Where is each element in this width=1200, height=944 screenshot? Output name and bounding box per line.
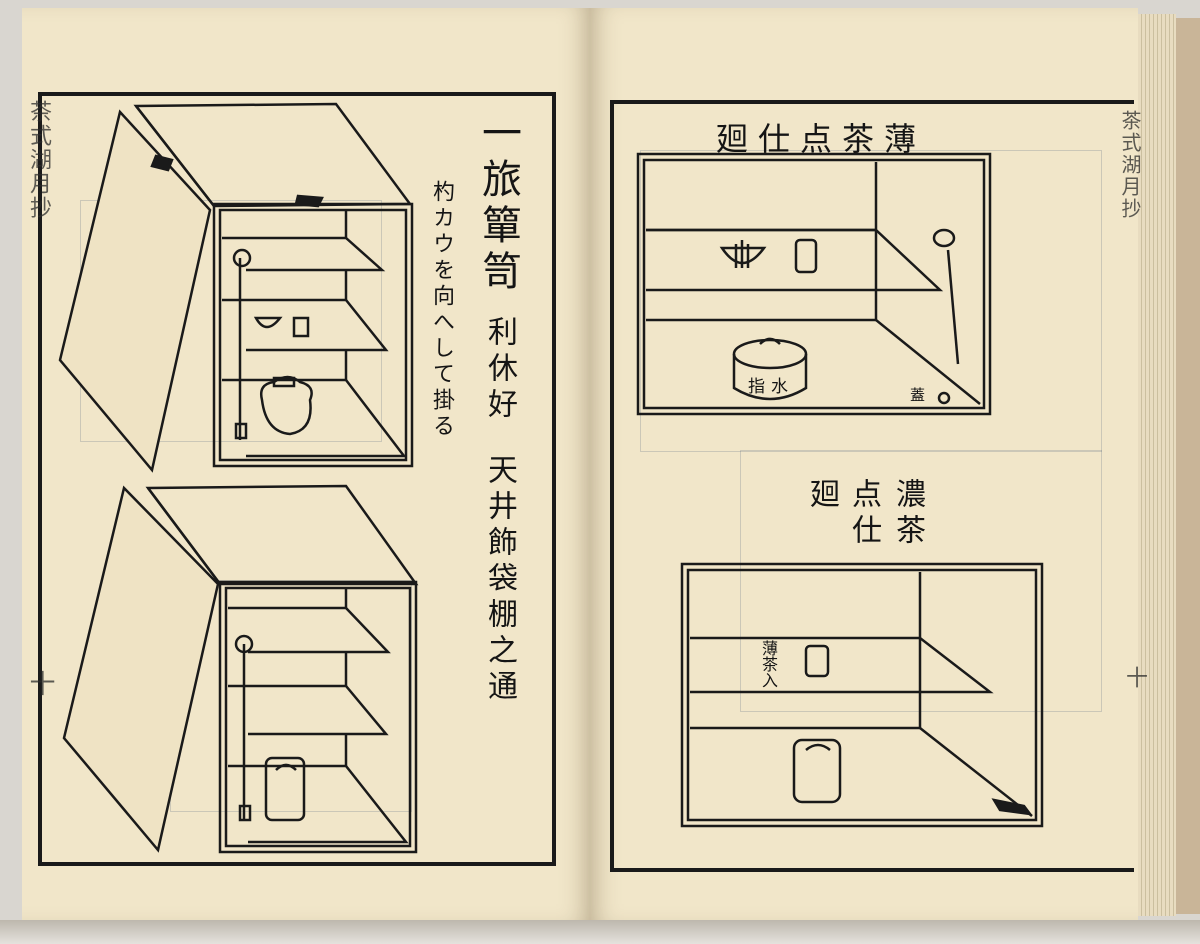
lid-label: 蓋 (910, 386, 926, 404)
left-hanging-note: 杓カウを向へして掛る (429, 180, 454, 440)
right-margin-page: 十 (1122, 666, 1147, 690)
page-edges (1138, 14, 1176, 916)
bottom-title-mawari: 廻 (804, 478, 839, 514)
left-heading: 一旅簞笥 (475, 112, 521, 296)
top-title: 薄茶点仕廻 (716, 120, 927, 158)
left-page-frame (38, 92, 556, 866)
left-second-line: 天井飾袋棚之通 (482, 454, 517, 706)
bottom-title-koicha: 濃茶 (890, 478, 925, 550)
table-shadow (0, 920, 1200, 944)
show-through-ghost (640, 150, 1102, 452)
book-cover-edge (1176, 18, 1200, 914)
left-page-number: 十 (25, 670, 55, 698)
mizusashi-label: 水指 (748, 377, 794, 397)
usucha-container-label: 薄茶入 (759, 640, 778, 688)
right-margin-title: 茶式湖月抄 (1118, 110, 1142, 220)
bottom-title-tenshi: 点仕 (846, 478, 881, 550)
left-favored-by: 利休好 (482, 316, 517, 424)
left-margin-title: 茶式湖月抄 (26, 100, 51, 220)
right-page-frame (610, 100, 1134, 872)
